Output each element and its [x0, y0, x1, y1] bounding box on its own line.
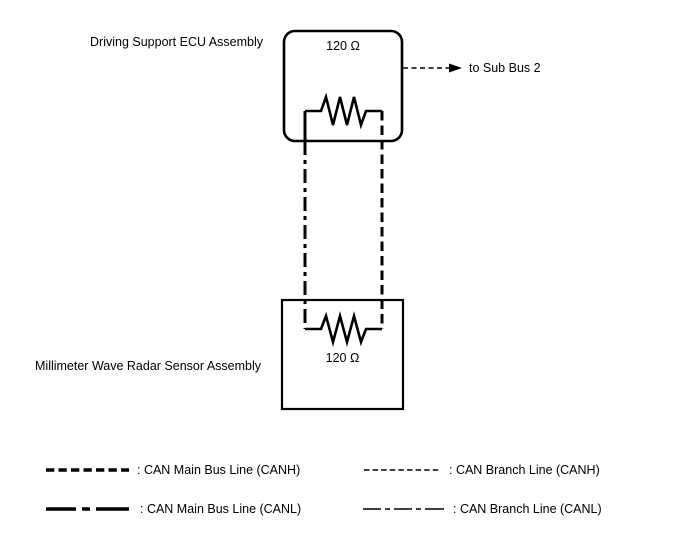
legend-item-branch-canh: : CAN Branch Line (CANH)	[364, 462, 600, 477]
thin-dash-dot-line-icon	[363, 507, 444, 510]
top-resistor-icon	[305, 92, 382, 130]
thick-dash-dot-line-icon	[46, 506, 129, 511]
thin-dashed-line-icon	[364, 468, 440, 471]
thick-dashed-line-icon	[46, 467, 129, 472]
arrow-right-icon	[449, 63, 462, 73]
legend-item-main-canh: : CAN Main Bus Line (CANH)	[46, 462, 300, 477]
legend-item-main-canl: : CAN Main Bus Line (CANL)	[46, 501, 301, 516]
top-resistor-value: 120 Ω	[326, 39, 360, 53]
legend-label: : CAN Main Bus Line (CANH)	[137, 462, 301, 477]
legend-item-branch-canl: : CAN Branch Line (CANL)	[363, 501, 602, 516]
top-ecu-box	[282, 29, 404, 143]
bottom-resistor-icon	[305, 310, 382, 348]
legend-label: : CAN Main Bus Line (CANL)	[140, 501, 302, 516]
legend-label: : CAN Branch Line (CANH)	[449, 462, 600, 477]
bottom-resistor-value: 120 Ω	[325, 351, 360, 365]
legend-label: : CAN Branch Line (CANL)	[453, 501, 602, 516]
top-module-label: Driving Support ECU Assembly	[90, 35, 263, 49]
sub-bus-arrow-label: to Sub Bus 2	[469, 61, 541, 75]
bottom-module-label: Millimeter Wave Radar Sensor Assembly	[35, 359, 261, 373]
bottom-sensor-box	[280, 298, 405, 411]
